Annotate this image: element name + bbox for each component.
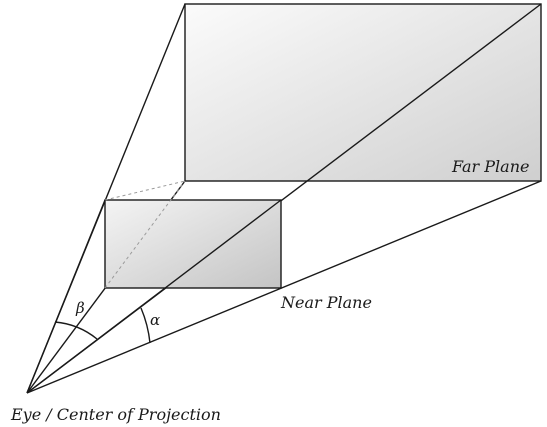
beta-angle-arc [54,321,98,340]
frustum-edge-top-left-overlay [26,199,106,394]
far-plane-label: Far Plane [451,157,529,176]
near-plane-rect [104,199,282,289]
eye-label: Eye / Center of Projection [10,405,221,424]
frustum-edge-bottom-right [26,180,542,394]
beta-label: β [75,299,85,317]
hidden-edge-top [104,180,186,201]
alpha-angle-arc [140,307,151,344]
near-plane-label: Near Plane [280,293,372,312]
frustum-diagonal-overlay [26,199,282,394]
far-plane-rect [184,3,542,182]
hidden-edge-diagonal [104,180,186,289]
alpha-label: α [150,311,160,329]
